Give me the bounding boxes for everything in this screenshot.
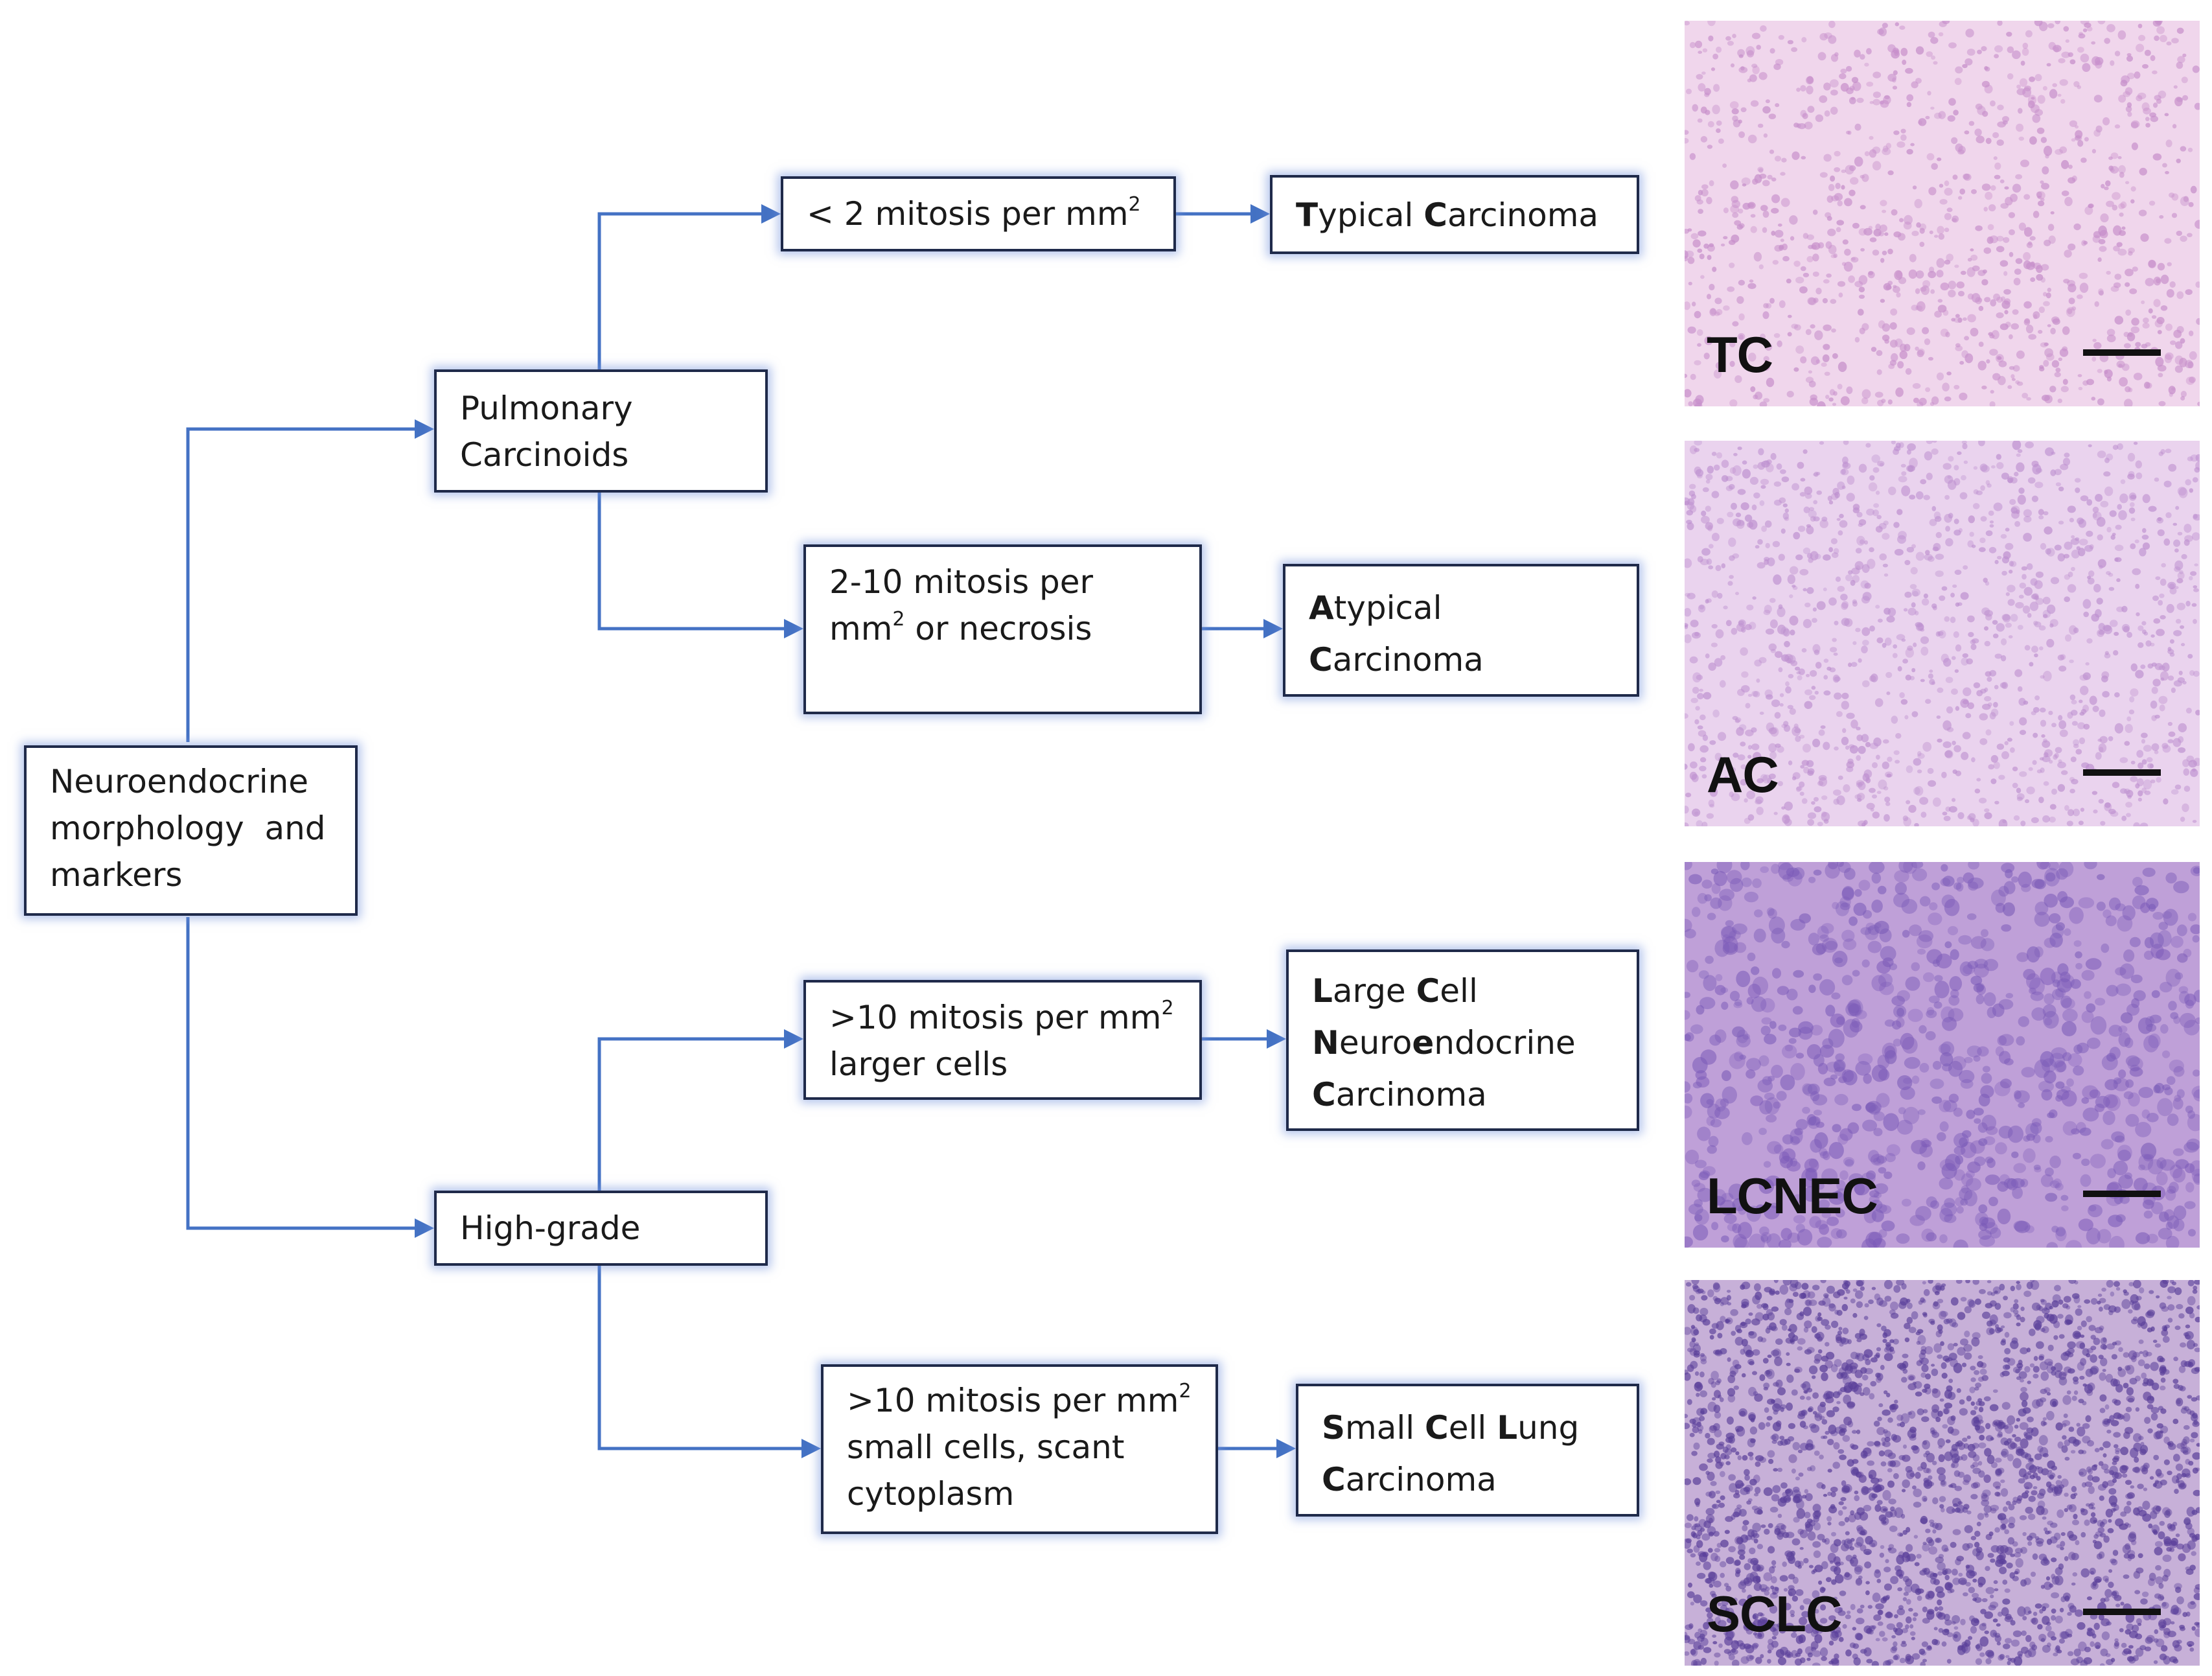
node-text-line: >10 mitosis per mm2: [829, 994, 1176, 1041]
node-sclc: Small Cell Lung Carcinoma: [1296, 1384, 1639, 1517]
node-text-line: morphology and: [50, 809, 326, 847]
connector-highgrade-to-sclc-criteria: [597, 1266, 821, 1458]
label-text: ung: [1517, 1409, 1580, 1447]
label-text: ell: [1448, 1409, 1497, 1447]
superscript: 2: [1179, 1380, 1192, 1402]
node-lcnec-criteria: >10 mitosis per mm2 larger cells: [803, 980, 1202, 1100]
node-text-line: >10 mitosis per mm2: [847, 1377, 1192, 1424]
micrograph-sclc: [1685, 1280, 2200, 1666]
label-text: ell: [1440, 972, 1478, 1010]
node-text-line: markers: [50, 856, 183, 894]
histology-panel-tc: TC: [1685, 21, 2200, 406]
label-text: arcinoma: [1332, 641, 1484, 679]
node-text-line: Carcinoma: [1322, 1454, 1613, 1506]
histology-panel-ac: AC: [1685, 441, 2200, 826]
micrograph-background: [1685, 21, 2200, 406]
node-neuroendocrine-morphology: Neuroendocrine morphology and markers: [24, 745, 358, 916]
acronym-letter: C: [1309, 641, 1333, 679]
criteria-text: or necrosis: [904, 610, 1092, 647]
superscript: 2: [1161, 997, 1174, 1019]
node-text-line: Carcinoma: [1309, 634, 1613, 686]
criteria-text: < 2 mitosis per mm: [807, 195, 1129, 233]
acronym-letter: N: [1312, 1024, 1339, 1062]
criteria-text: mm: [829, 610, 893, 647]
acronym-letter: S: [1322, 1409, 1346, 1447]
node-text-line: Carcinoma: [1312, 1069, 1613, 1121]
node-text-line: Large Cell: [1312, 965, 1613, 1017]
node-text-line: Small Cell Lung: [1322, 1402, 1613, 1454]
micrograph-lcnec: [1685, 862, 2200, 1248]
node-lcnec: Large Cell Neuroendocrine Carcinoma: [1286, 949, 1639, 1131]
acronym-letter: C: [1425, 1409, 1449, 1447]
label-text: ndocrine: [1434, 1024, 1576, 1062]
node-text-line: Neuroendocrine: [1312, 1017, 1613, 1069]
superscript: 2: [1128, 193, 1141, 216]
node-text-line: 2-10 mitosis per: [829, 563, 1094, 601]
node-text-line: cytoplasm: [847, 1475, 1015, 1513]
acronym-letter: L: [1497, 1409, 1518, 1447]
micrograph-cells: [1685, 862, 2200, 1248]
label-text: arcinoma: [1447, 196, 1599, 234]
connector-root-to-highgrade: [186, 917, 434, 1238]
node-text-line: larger cells: [829, 1045, 1008, 1083]
scale-bar: [2083, 349, 2161, 356]
micrograph-cells: [1685, 1280, 2200, 1666]
scale-bar: [2083, 769, 2161, 776]
label-text: typical: [1333, 589, 1442, 627]
superscript: 2: [892, 608, 905, 631]
histology-panel-lcnec: LCNEC: [1685, 862, 2200, 1248]
node-high-grade: High-grade: [434, 1191, 768, 1266]
acronym-letter: e: [1412, 1024, 1434, 1062]
node-text-line: mm2 or necrosis: [829, 605, 1176, 652]
acronym-letter: C: [1322, 1461, 1346, 1498]
acronym-letter: T: [1296, 196, 1319, 234]
acronym-letter: C: [1312, 1076, 1336, 1113]
node-typical-carcinoma: Typical Carcinoma: [1270, 175, 1639, 254]
label-text: euro: [1339, 1024, 1412, 1062]
micrograph-cells: [1685, 21, 2200, 406]
panel-label-ac: AC: [1707, 746, 1779, 803]
connector-root-to-carcinoids: [186, 419, 434, 742]
micrograph-ac: [1685, 441, 2200, 826]
criteria-text: >10 mitosis per mm: [847, 1382, 1179, 1419]
scale-bar: [2083, 1191, 2161, 1197]
acronym-letter: L: [1312, 972, 1333, 1010]
connector-carcinoids-to-ac-criteria: [597, 493, 803, 638]
node-sclc-criteria: >10 mitosis per mm2 small cells, scant c…: [821, 1364, 1218, 1534]
node-atypical-carcinoma: Atypical Carcinoma: [1283, 564, 1639, 697]
micrograph-tc: [1685, 21, 2200, 406]
label-text: arge: [1332, 972, 1416, 1010]
node-text-line: Carcinoids: [460, 436, 629, 474]
node-text-line: Neuroendocrine: [50, 763, 309, 800]
acronym-letter: C: [1423, 196, 1447, 234]
panel-label-tc: TC: [1707, 326, 1773, 383]
node-text-line: High-grade: [460, 1209, 641, 1247]
node-text-line: Pulmonary: [460, 390, 633, 427]
connector-highgrade-to-lcnec-criteria: [597, 1029, 803, 1191]
node-text-line: small cells, scant: [847, 1428, 1125, 1466]
panel-label-sclc: SCLC: [1707, 1585, 1842, 1642]
micrograph-cells: [1685, 441, 2200, 826]
acronym-letter: A: [1309, 589, 1334, 627]
criteria-text: >10 mitosis per mm: [829, 999, 1162, 1036]
scale-bar: [2083, 1609, 2161, 1615]
node-text-line: Typical Carcinoma: [1296, 192, 1613, 239]
acronym-letter: C: [1416, 972, 1440, 1010]
node-tc-criteria: < 2 mitosis per mm2: [781, 176, 1176, 251]
node-ac-criteria: 2-10 mitosis per mm2 or necrosis: [803, 544, 1202, 714]
node-text-line: < 2 mitosis per mm2: [807, 191, 1150, 237]
node-pulmonary-carcinoids: Pulmonary Carcinoids: [434, 369, 768, 493]
node-text-line: Atypical: [1309, 582, 1613, 634]
panel-label-lcnec: LCNEC: [1707, 1167, 1878, 1224]
label-text: ypical: [1318, 196, 1424, 234]
label-text: mall: [1345, 1409, 1425, 1447]
connector-carcinoids-to-tc-criteria: [597, 204, 781, 369]
histology-panel-sclc: SCLC: [1685, 1280, 2200, 1666]
label-text: arcinoma: [1345, 1461, 1497, 1498]
label-text: arcinoma: [1335, 1076, 1487, 1113]
